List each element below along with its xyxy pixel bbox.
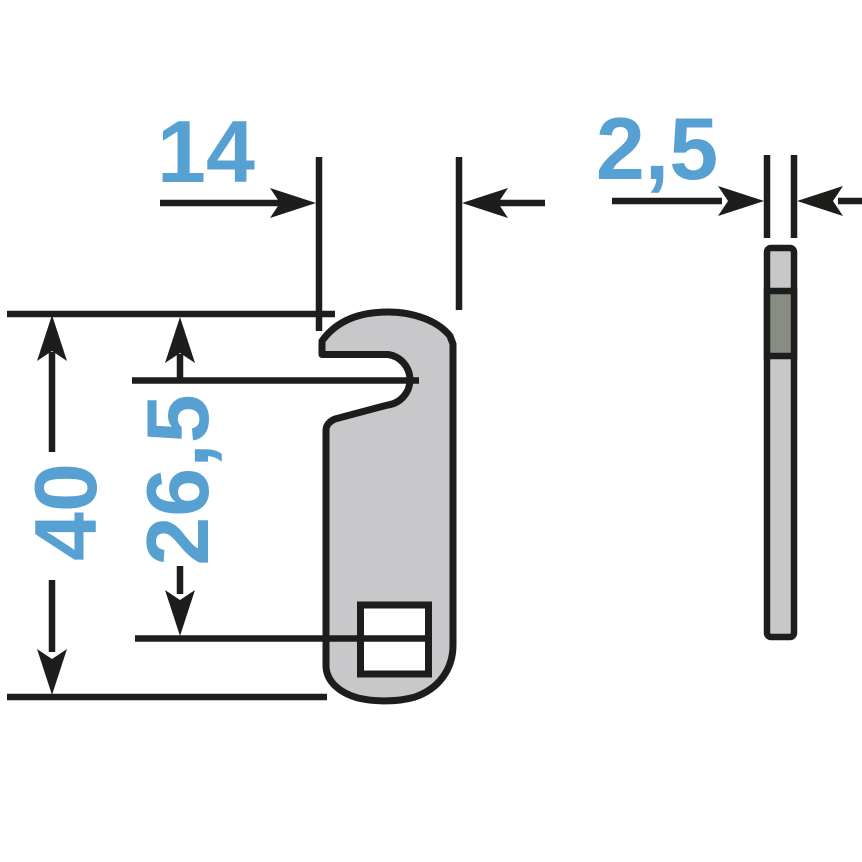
dim-thickness-label: 2,5 bbox=[596, 99, 718, 198]
dim-offset: 26,5 bbox=[128, 317, 429, 642]
dim-length: 40 bbox=[7, 310, 335, 701]
dim-offset-label: 26,5 bbox=[128, 394, 227, 565]
dim-width-label: 14 bbox=[157, 102, 255, 201]
dim-thickness-arrow-right-icon bbox=[718, 186, 764, 216]
dim-length-arrow-up-icon bbox=[37, 315, 67, 361]
dim-thickness-arrow-left-icon bbox=[797, 186, 843, 216]
dim-length-label: 40 bbox=[16, 463, 115, 561]
dim-offset-arrow-down-icon bbox=[165, 590, 195, 636]
dim-width: 14 bbox=[157, 102, 545, 331]
dim-thickness: 2,5 bbox=[596, 99, 862, 238]
dim-length-arrow-down-icon bbox=[37, 649, 67, 695]
front-view bbox=[318, 308, 457, 705]
side-view bbox=[763, 244, 798, 641]
dim-offset-arrow-up-icon bbox=[165, 317, 195, 363]
side-profile-hook-segment bbox=[763, 287, 798, 360]
dim-width-arrow-left-icon bbox=[462, 188, 508, 218]
dim-width-arrow-right-icon bbox=[270, 188, 316, 218]
